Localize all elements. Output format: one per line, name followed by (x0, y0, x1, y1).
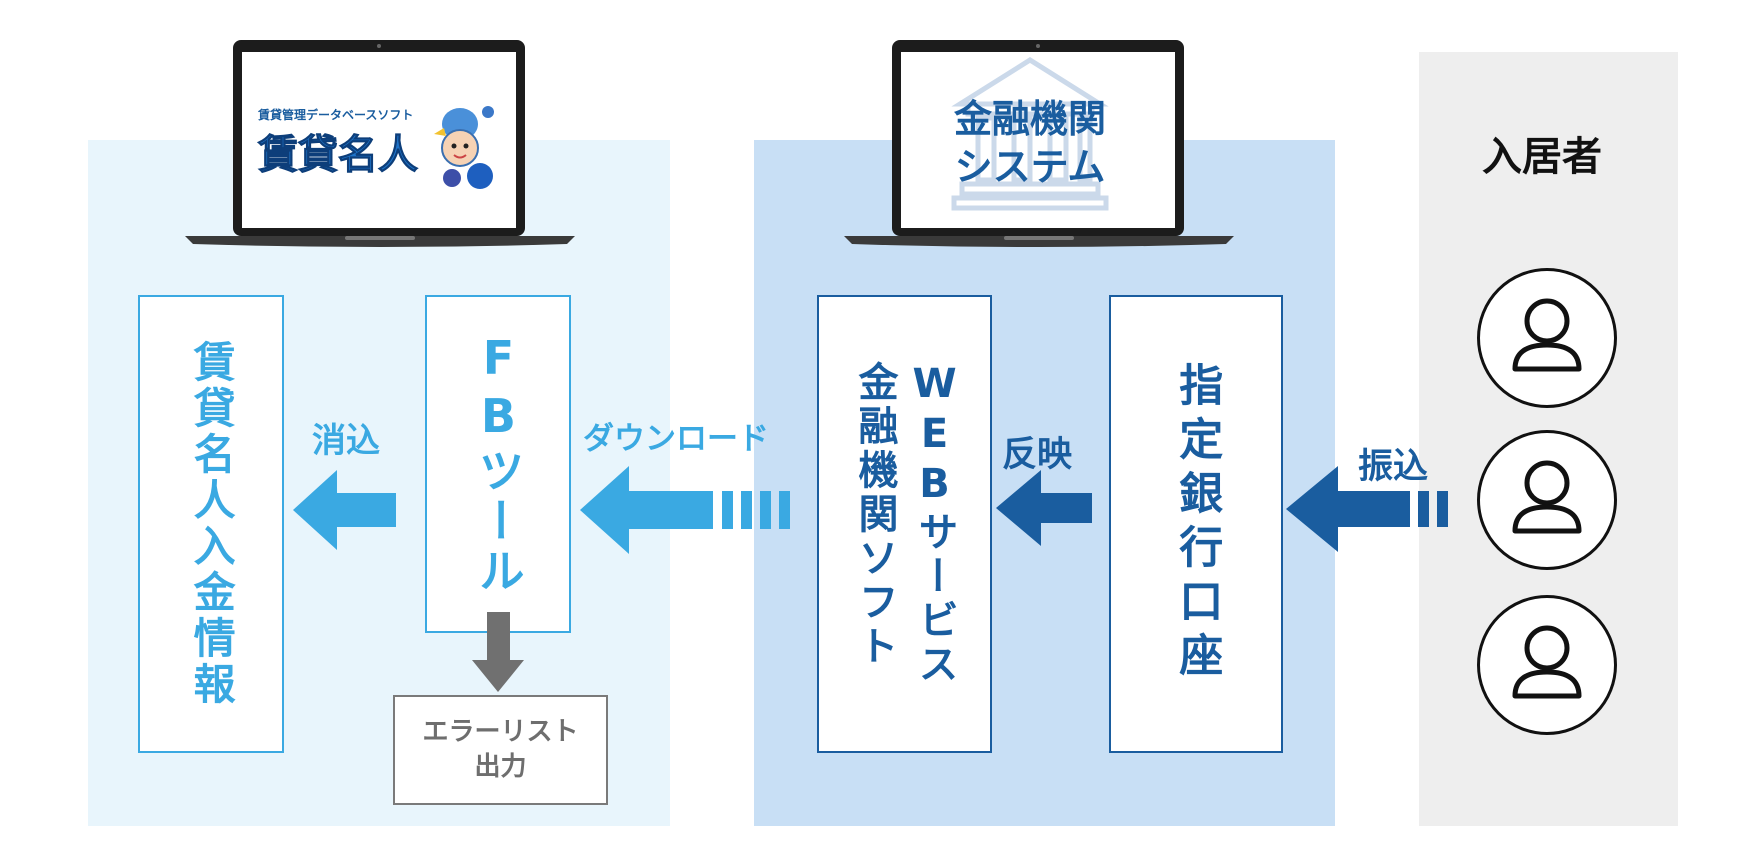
bank-system-title: 金融機関 システム (944, 96, 1116, 191)
penguin-mascot-icon (430, 100, 502, 196)
bank-system-line2: システム (954, 144, 1106, 189)
arrow-download (580, 466, 790, 554)
logo-subtitle: 賃貸管理データベースソフト (258, 108, 414, 122)
bank-icon (950, 52, 1110, 218)
fb-tool-box: FBツール (425, 295, 571, 633)
resident-avatar-1 (1477, 268, 1617, 408)
designated-bank-account-box: 指定銀行口座 (1109, 295, 1283, 753)
error-list-line2: 出力 (474, 752, 527, 782)
person-icon (1512, 625, 1582, 699)
person-icon (1512, 298, 1582, 372)
residents-title: 入居者 (1482, 134, 1602, 180)
keshikomi-label: 消込 (312, 421, 380, 461)
error-list-output-box: エラーリスト 出力 (393, 695, 608, 805)
arrow-hanei (996, 470, 1092, 546)
fb-tool-label: FBツール (471, 331, 526, 597)
designated-bank-account-label: 指定銀行口座 (1171, 362, 1223, 686)
arrow-keshikomi (293, 470, 396, 550)
error-list-line1: エラーリスト (422, 716, 579, 747)
person-icon (1512, 460, 1582, 534)
arrow-furikomi (1286, 466, 1448, 552)
web-service-label: WEBサービス (911, 361, 958, 687)
bank-software-label: 金融機関ソフト (851, 361, 898, 669)
chintai-meijin-payment-info-label: 賃貸名人入金情報 (187, 340, 237, 708)
furikomi-label: 振込 (1358, 447, 1429, 487)
web-service-columns: WEBサービス 金融機関ソフト (852, 361, 958, 687)
hanei-label: 反映 (1002, 435, 1073, 475)
chintai-meijin-payment-info-box: 賃貸名人入金情報 (138, 295, 284, 753)
arrow-error-output (472, 612, 524, 692)
resident-avatar-3 (1477, 595, 1617, 735)
bank-system-line1: 金融機関 (953, 97, 1106, 141)
download-label: ダウンロード (583, 421, 769, 457)
web-service-bank-software-box: WEBサービス 金融機関ソフト (817, 295, 992, 753)
laptop-bank-system (844, 38, 1234, 253)
resident-avatar-2 (1477, 430, 1617, 570)
logo-title: 賃貸名人 (258, 132, 419, 179)
